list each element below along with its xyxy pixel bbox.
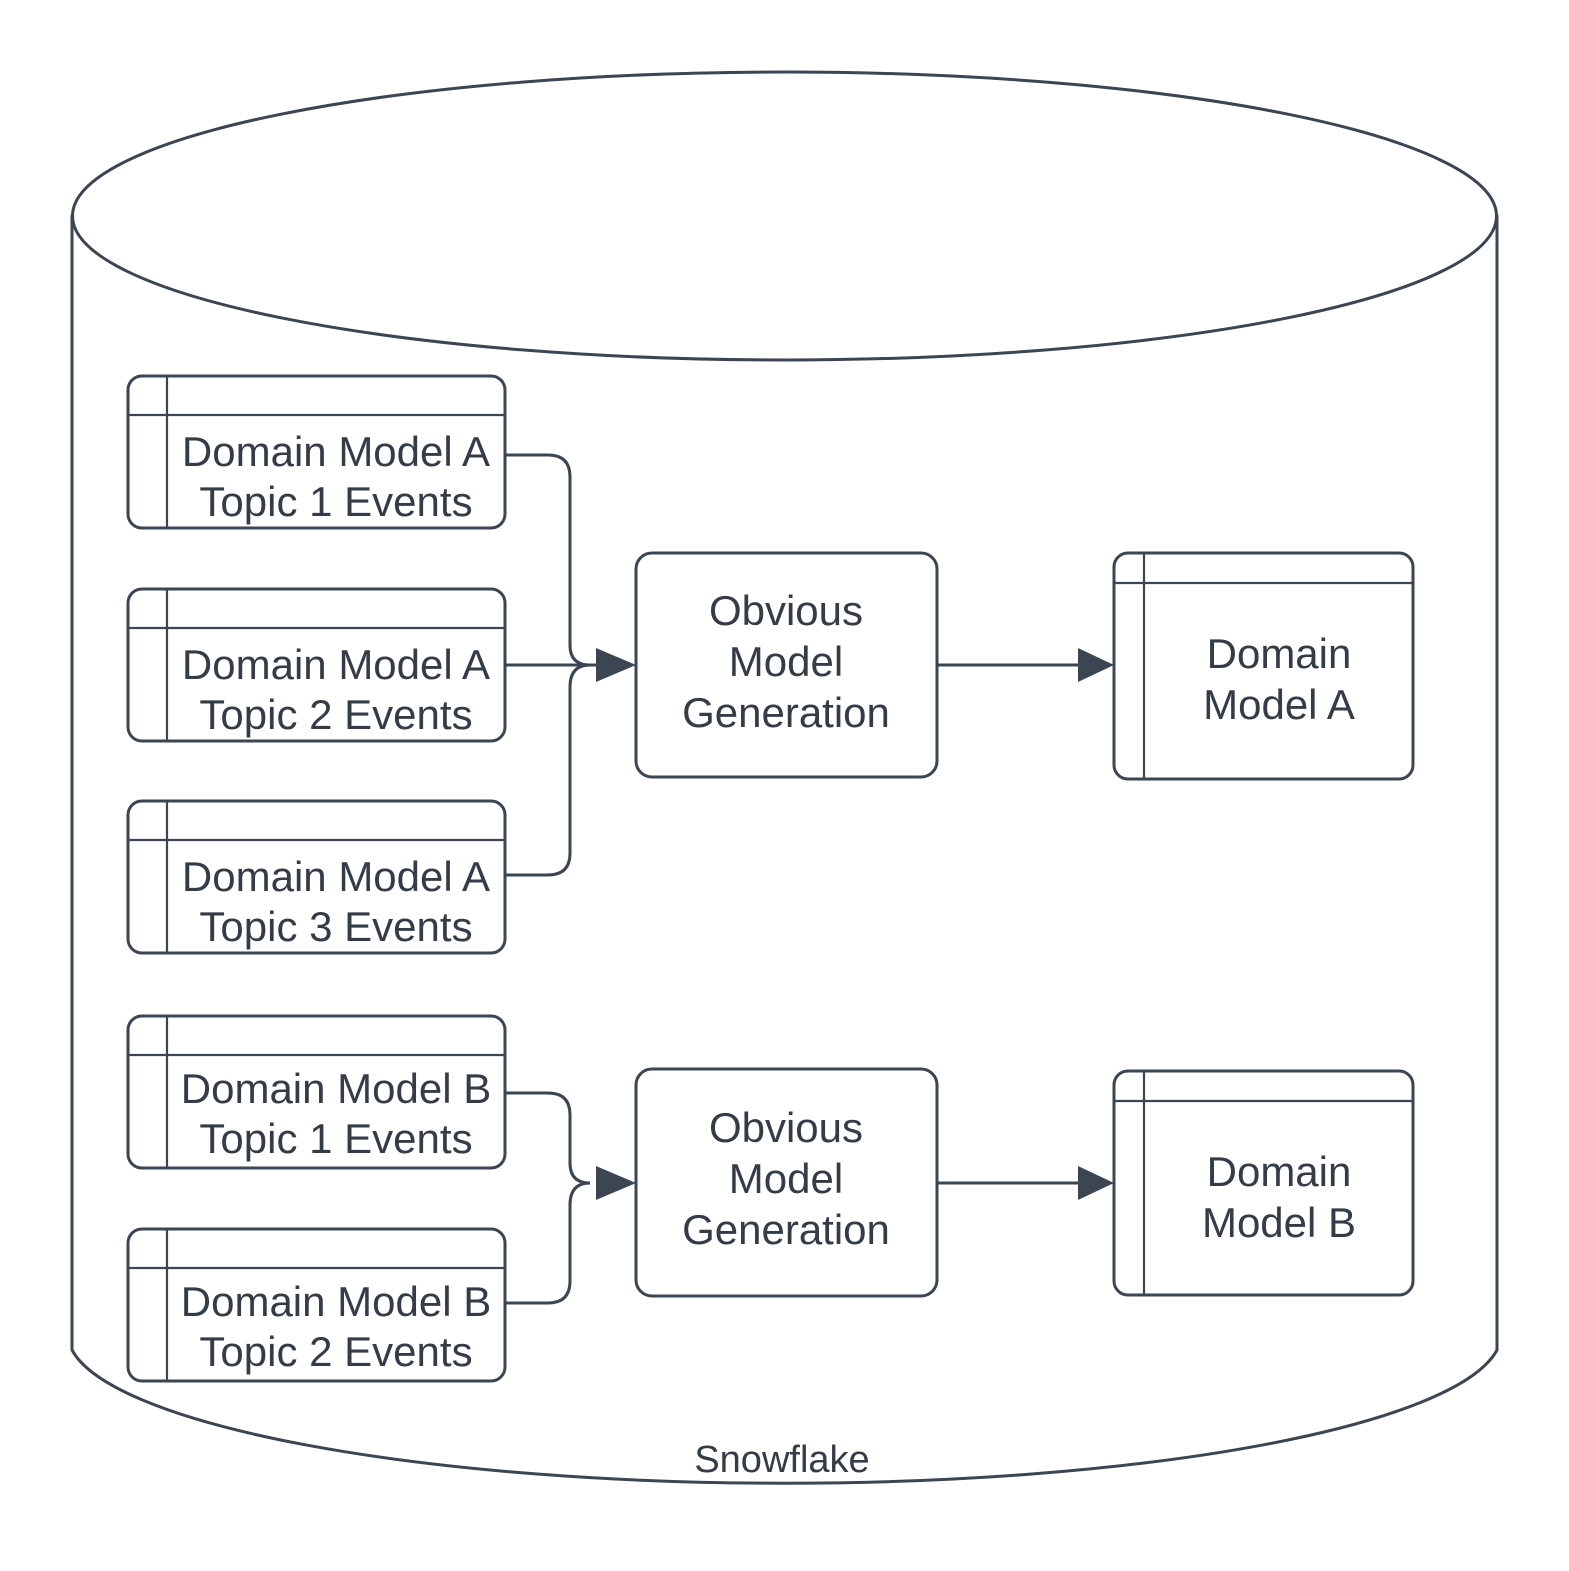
output-node-model-a[interactable]: Domain Model A xyxy=(1112,551,1415,781)
arrowhead-into-omg-b xyxy=(596,1166,636,1200)
process-node-omg-a[interactable]: Obvious Model Generation xyxy=(634,551,939,779)
table-label-line2: Topic 3 Events xyxy=(199,903,472,950)
table-node-b-topic-2[interactable]: Domain Model B Topic 2 Events xyxy=(126,1227,507,1383)
table-node-a-topic-1[interactable]: Domain Model A Topic 1 Events xyxy=(126,374,507,530)
connector-b-topic-1 xyxy=(505,1091,591,1185)
output-label-line1: Domain xyxy=(1207,1148,1352,1195)
process-label-line1: Obvious xyxy=(709,587,863,634)
output-label-line2: Model B xyxy=(1202,1199,1356,1246)
process-label-line1: Obvious xyxy=(709,1104,863,1151)
cylinder-body xyxy=(70,214,1499,1485)
table-node-b-topic-1[interactable]: Domain Model B Topic 1 Events xyxy=(126,1014,507,1170)
connector-a-topic-3 xyxy=(505,663,591,877)
connector-b-topic-2 xyxy=(505,1181,591,1305)
table-label-line2: Topic 2 Events xyxy=(199,691,472,738)
cylinder-top-ellipse xyxy=(71,70,1498,362)
process-label-line2: Model xyxy=(729,638,843,685)
table-node-a-topic-3[interactable]: Domain Model A Topic 3 Events xyxy=(126,799,507,955)
arrowhead-into-model-b xyxy=(1078,1166,1114,1200)
table-label-line2: Topic 2 Events xyxy=(199,1328,472,1375)
process-outline xyxy=(634,551,939,779)
table-label-line1: Domain Model B xyxy=(181,1065,491,1112)
process-label-line3: Generation xyxy=(682,689,890,736)
table-label-line1: Domain Model A xyxy=(182,641,490,688)
snowflake-cylinder xyxy=(70,70,1499,1485)
table-label-line1: Domain Model B xyxy=(181,1278,491,1325)
table-outline xyxy=(1112,1069,1415,1297)
table-node-a-topic-2[interactable]: Domain Model A Topic 2 Events xyxy=(126,587,507,743)
output-label-line1: Domain xyxy=(1207,630,1352,677)
output-node-model-b[interactable]: Domain Model B xyxy=(1112,1069,1415,1297)
process-outline xyxy=(634,1067,939,1298)
table-label-line1: Domain Model A xyxy=(182,428,490,475)
arrowhead-into-omg-a xyxy=(596,648,636,682)
cylinder-label: Snowflake xyxy=(694,1439,869,1481)
output-label-line2: Model A xyxy=(1203,681,1355,728)
connector-omg-a-to-model-a xyxy=(937,648,1114,682)
arrowhead-into-model-a xyxy=(1078,648,1114,682)
process-node-omg-b[interactable]: Obvious Model Generation xyxy=(634,1067,939,1298)
connector-omg-b-to-model-b xyxy=(937,1166,1114,1200)
connector-group-model-a xyxy=(505,453,636,877)
connector-group-model-b xyxy=(505,1091,636,1305)
table-label-line1: Domain Model A xyxy=(182,853,490,900)
table-outline xyxy=(1112,551,1415,781)
table-label-line2: Topic 1 Events xyxy=(199,1115,472,1162)
connector-a-topic-1 xyxy=(505,453,591,667)
table-label-line2: Topic 1 Events xyxy=(199,478,472,525)
process-label-line2: Model xyxy=(729,1155,843,1202)
process-label-line3: Generation xyxy=(682,1206,890,1253)
